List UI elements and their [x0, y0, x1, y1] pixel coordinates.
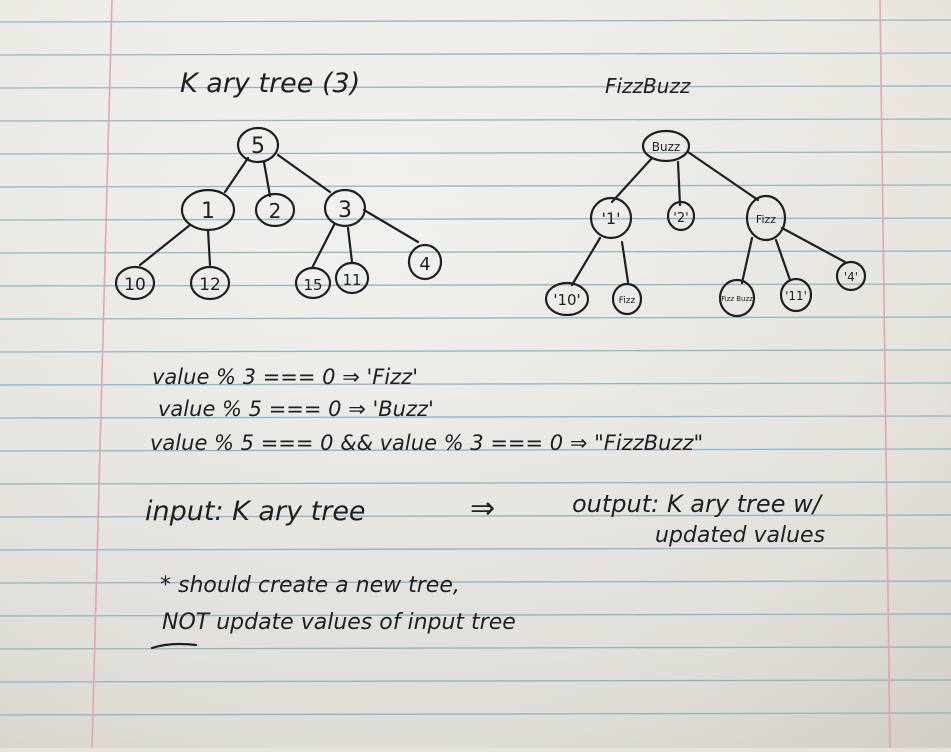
right-node-label: '2' [673, 211, 688, 226]
note: * should create a new tree, NOT update v… [150, 573, 516, 650]
io-arrow: ⇒ [470, 491, 495, 526]
right-node-1 [589, 196, 633, 240]
right-node-2 [666, 200, 696, 232]
output-label-line1: output: K ary tree w/ [572, 490, 824, 518]
left-tree: K ary tree (3) 5 1 2 3 10 12 15 11 4 [114, 68, 443, 301]
left-margin-line [91, 0, 113, 749]
right-tree: FizzBuzz Buzz '1' '2' Fizz '10' Fizz Fiz… [544, 74, 867, 318]
left-node-label: 10 [124, 275, 146, 295]
right-node-label: '10' [553, 291, 580, 309]
input-output: input: K ary tree ⇒ output: K ary tree w… [145, 490, 825, 548]
output-label-line2: updated values [655, 523, 825, 548]
left-node-1 [180, 188, 236, 232]
right-node-fizz [745, 194, 787, 242]
left-node-4 [407, 243, 443, 281]
right-node-10 [544, 281, 590, 317]
input-label: input: K ary tree [145, 496, 366, 527]
right-node-label: '4' [844, 270, 858, 284]
left-node-12 [189, 265, 231, 301]
right-node-label: Buzz [652, 140, 680, 154]
right-node-fizzbuzz [718, 278, 756, 318]
ruled-lines [0, 19, 951, 716]
left-node-label: 2 [269, 199, 282, 223]
right-node-4 [835, 260, 867, 292]
right-node-root [641, 129, 691, 163]
note-line1: * should create a new tree, [160, 573, 460, 598]
right-node-11 [779, 277, 813, 313]
right-node-label: '11' [785, 289, 807, 303]
fizzbuzz-rules: value % 3 === 0 ⇒ 'Fizz' value % 5 === 0… [150, 365, 703, 455]
left-node-label: 11 [342, 271, 361, 289]
underline-not [150, 642, 198, 650]
right-node-label: Fizz [619, 296, 636, 306]
left-node-11 [334, 261, 370, 295]
left-node-label: 3 [338, 198, 352, 223]
right-margin-line [879, 0, 891, 749]
left-node-3 [323, 188, 367, 228]
left-node-15 [294, 266, 332, 300]
left-node-label: 15 [303, 276, 322, 294]
right-node-label: '1' [602, 209, 621, 228]
left-node-label: 1 [201, 199, 215, 224]
rule-buzz: value % 5 === 0 ⇒ 'Buzz' [158, 397, 434, 421]
right-tree-title: FizzBuzz [605, 74, 691, 98]
left-node-label: 5 [251, 134, 265, 159]
left-node-10 [114, 265, 156, 301]
right-node-fizz-leaf [611, 282, 643, 316]
right-node-label: Fizz [756, 213, 776, 226]
left-node-root [236, 126, 280, 164]
rule-fizzbuzz: value % 5 === 0 && value % 3 === 0 ⇒ "Fi… [150, 431, 703, 455]
right-node-label: Fizz Buzz [721, 295, 753, 303]
left-node-label: 12 [199, 275, 221, 295]
note-line2: NOT update values of input tree [162, 610, 516, 635]
left-node-label: 4 [419, 254, 430, 275]
left-tree-title: K ary tree (3) [180, 68, 360, 99]
left-node-2 [254, 192, 296, 228]
rule-fizz: value % 3 === 0 ⇒ 'Fizz' [152, 365, 418, 389]
